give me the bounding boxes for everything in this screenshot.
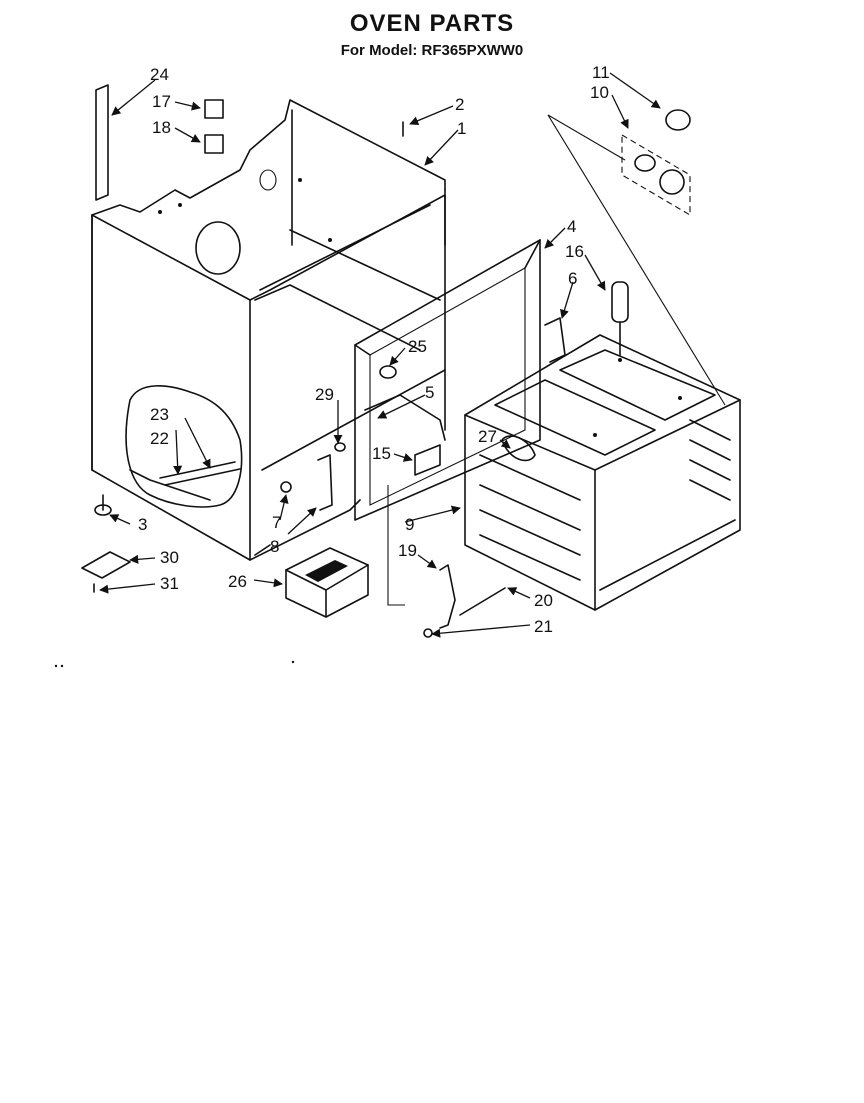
callout-5: 5 — [425, 383, 434, 402]
insulation-cutaway — [125, 385, 243, 508]
callout-30: 30 — [160, 548, 179, 567]
part-10-11-assembly — [547, 109, 726, 406]
callout-29: 29 — [315, 385, 334, 404]
callout-17: 17 — [152, 92, 171, 111]
callout-9: 9 — [405, 515, 414, 534]
callout-19: 19 — [398, 541, 417, 560]
callout-18: 18 — [152, 118, 171, 137]
callout-6: 6 — [568, 269, 577, 288]
part-19-20-21-hinge — [387, 485, 506, 638]
part-26-box — [285, 547, 369, 618]
part-6-bracket — [544, 317, 566, 363]
callout-31: 31 — [160, 574, 179, 593]
part-24-strip — [95, 84, 109, 201]
part-7-8-bracket — [280, 454, 333, 511]
callout-27: 27 — [478, 427, 497, 446]
callout-1: 1 — [457, 119, 466, 138]
cabinet-body — [91, 99, 446, 561]
callout-labels: 24 17 18 2 1 11 10 4 16 6 25 5 29 23 22 … — [138, 63, 610, 636]
callout-3: 3 — [138, 515, 147, 534]
callout-22: 22 — [150, 429, 169, 448]
callout-2: 2 — [455, 95, 464, 114]
callout-24: 24 — [150, 65, 169, 84]
leader-lines — [99, 72, 661, 638]
callout-8: 8 — [270, 537, 279, 556]
front-frame — [354, 239, 541, 521]
callout-16: 16 — [565, 242, 584, 261]
callout-25: 25 — [408, 337, 427, 356]
callout-4: 4 — [567, 217, 576, 236]
callout-7: 7 — [272, 513, 281, 532]
callout-15: 15 — [372, 444, 391, 463]
model-subtitle: For Model: RF365PXWW0 — [340, 42, 524, 59]
callout-11: 11 — [592, 63, 610, 82]
callout-20: 20 — [534, 591, 553, 610]
part-17-18-clips — [204, 99, 224, 154]
callout-10: 10 — [590, 83, 609, 102]
oven-liner — [464, 334, 741, 611]
page-title: OVEN PARTS — [349, 10, 515, 37]
callout-26: 26 — [228, 572, 247, 591]
callout-23: 23 — [150, 405, 169, 424]
callout-21: 21 — [534, 617, 553, 636]
part-3-leveling-leg — [81, 494, 131, 593]
misc-small-parts — [334, 365, 536, 476]
part-16-sensor — [611, 281, 629, 356]
